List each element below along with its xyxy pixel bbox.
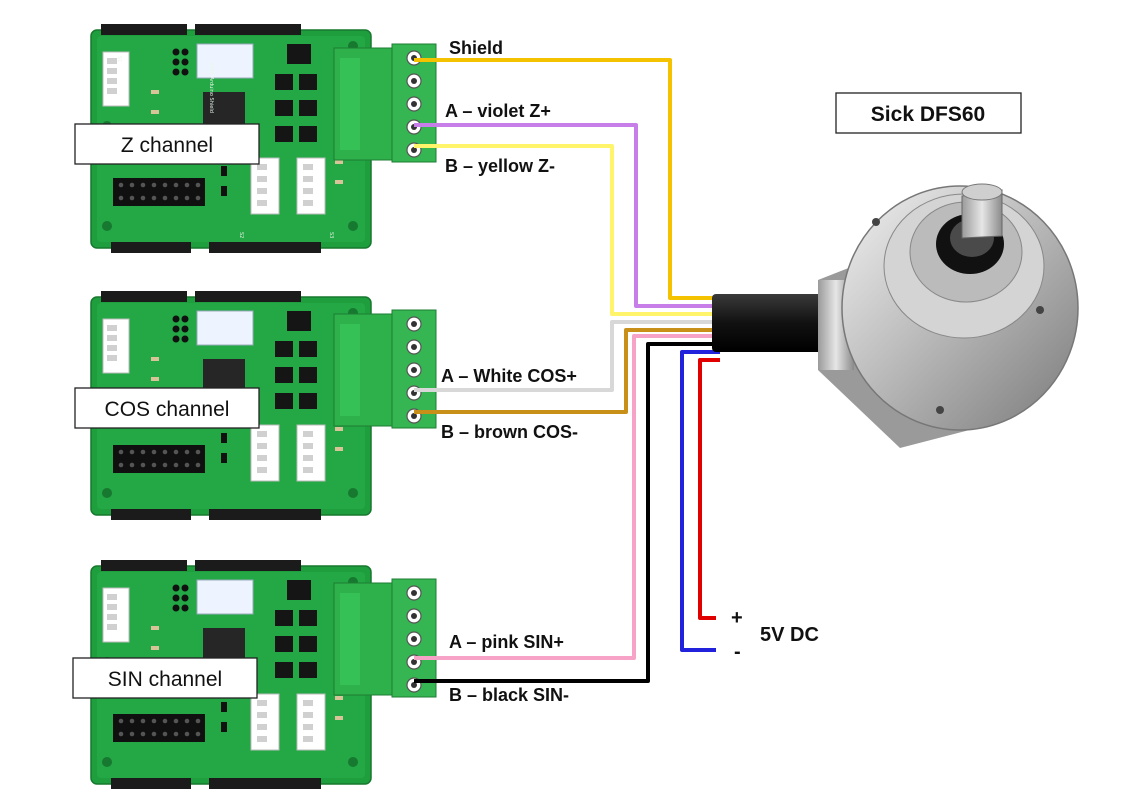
- switch-s3-label: S3: [328, 232, 334, 238]
- switch-s2-label: S2: [238, 232, 244, 238]
- label-shield: Shield: [449, 38, 503, 58]
- encoder-image: [818, 183, 1079, 448]
- wire-sin-minus: [414, 342, 720, 683]
- label-z-channel: Z channel: [74, 123, 260, 165]
- wire-vminus: [680, 350, 720, 652]
- wire-shield: [414, 58, 720, 300]
- power-plus-sign: +: [731, 607, 743, 629]
- encoder-title: Sick DFS60: [871, 103, 985, 126]
- label-sin-minus: B – black SIN-: [449, 685, 569, 705]
- wire-z-minus: [414, 144, 720, 316]
- power-label: 5V DC: [760, 624, 819, 646]
- wire-cos-minus: [414, 328, 720, 414]
- label-sin-plus: A – pink SIN+: [449, 632, 564, 652]
- wire-z-plus: [414, 123, 720, 308]
- label-sin-channel: SIN channel: [72, 657, 258, 699]
- label-cos-plus: A – White COS+: [441, 366, 577, 386]
- encoder-cable: [712, 294, 832, 352]
- switch-s1-label: S1: [116, 56, 122, 62]
- label-z-minus: B – yellow Z-: [445, 156, 555, 176]
- wires: [414, 58, 720, 683]
- wire-cos-plus: [414, 320, 720, 392]
- board-z: R485 Arduino Shield S1 S2 S3: [90, 23, 437, 254]
- label-z-plus: A – violet Z+: [445, 101, 551, 121]
- encoder-title-box: Sick DFS60: [835, 92, 1022, 134]
- wire-sin-plus: [414, 334, 720, 660]
- board-id-text: R485 Arduino Shield: [208, 62, 214, 113]
- z-channel-text: Z channel: [121, 134, 213, 157]
- cos-channel-text: COS channel: [105, 398, 230, 421]
- label-cos-minus: B – brown COS-: [441, 422, 578, 442]
- sin-channel-text: SIN channel: [108, 668, 222, 691]
- wire-vplus: [698, 358, 720, 620]
- label-cos-channel: COS channel: [74, 387, 260, 429]
- power-minus-sign: -: [734, 641, 741, 663]
